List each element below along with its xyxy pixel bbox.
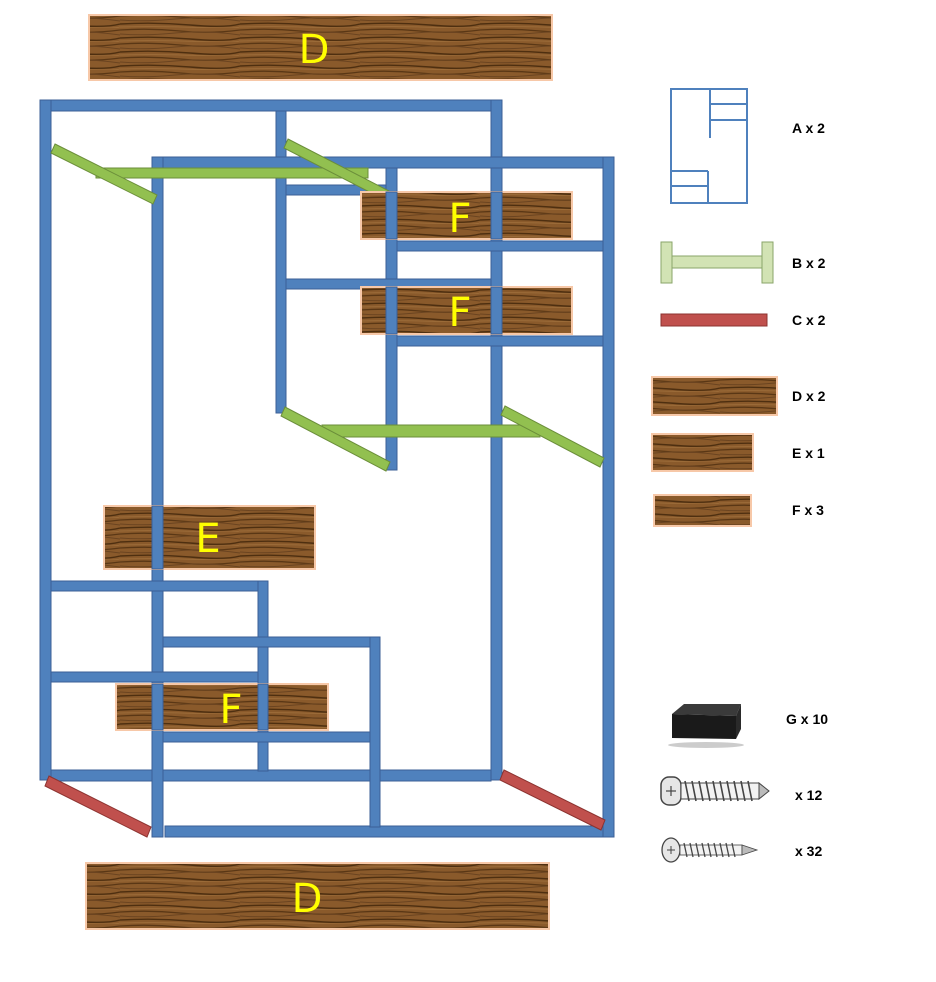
plank-top-d: D [88,14,553,81]
parts-legend: A x 2 B x 2 C x 2 D x 2 E x 1 F x 3 G x … [651,88,828,863]
plank-bottom-d-label: D [292,876,323,922]
plank-lower-f: F [115,683,329,733]
back-frame-right-post [490,99,503,781]
middle-horizontal-brace [321,424,541,438]
front-frame-left-post [151,156,164,838]
plank-top-d-label: D [299,27,330,73]
legend-e: E x 1 [792,445,825,461]
plank-lower-f-label: F [219,687,242,733]
large-screw-icon [660,776,770,806]
part-e-plank-icon [651,433,754,472]
part-d-plank-icon [651,376,778,416]
top-left-diagonal-brace [50,143,158,205]
plank-upper-f-label: F [448,196,471,242]
strap-icon [660,313,768,327]
plank-left-e-label: E [195,516,220,562]
back-frame-bottom-beam [50,769,492,782]
frame [39,99,615,838]
crossbar-icon [660,241,774,284]
bottom-left-strap [44,775,152,838]
inner-upper-rail-2 [396,240,604,252]
legend-g: G x 10 [786,711,828,727]
small-screw-icon [661,837,759,863]
plank-left-e: E [103,505,316,570]
plank-bottom-d: D [85,862,550,930]
rubber-foot-icon [668,704,744,748]
inner-upper-rail-4 [396,335,604,347]
back-frame-middle-post [275,110,287,414]
legend-c: C x 2 [792,312,826,328]
plank-middle-f-label: F [448,290,471,336]
part-f-plank-icon [653,494,752,527]
straps [44,769,606,838]
frame-panel-icon [670,88,748,204]
front-frame-bottom-beam [164,825,604,838]
back-frame-left-post [39,99,52,781]
inner-lower-rail-3 [50,671,259,683]
inner-lower-rail-1 [50,580,269,592]
front-frame-top-beam [152,156,614,169]
back-frame-top-beam [40,99,503,112]
inner-lower-rail-2 [162,636,381,648]
inner-lower-rail-4 [162,731,371,743]
middle-left-diagonal-brace [280,406,391,472]
legend-b: B x 2 [792,255,826,271]
legend-a: A x 2 [792,120,825,136]
legend-f: F x 3 [792,502,824,518]
braces [50,138,605,472]
legend-screw-large: x 12 [795,787,822,803]
legend-d: D x 2 [792,388,826,404]
inner-lower-post-2 [369,636,381,828]
middle-right-diagonal-brace [500,405,605,468]
bottom-right-strap [499,769,606,831]
front-frame-right-post [602,156,615,838]
legend-screw-small: x 32 [795,843,822,859]
